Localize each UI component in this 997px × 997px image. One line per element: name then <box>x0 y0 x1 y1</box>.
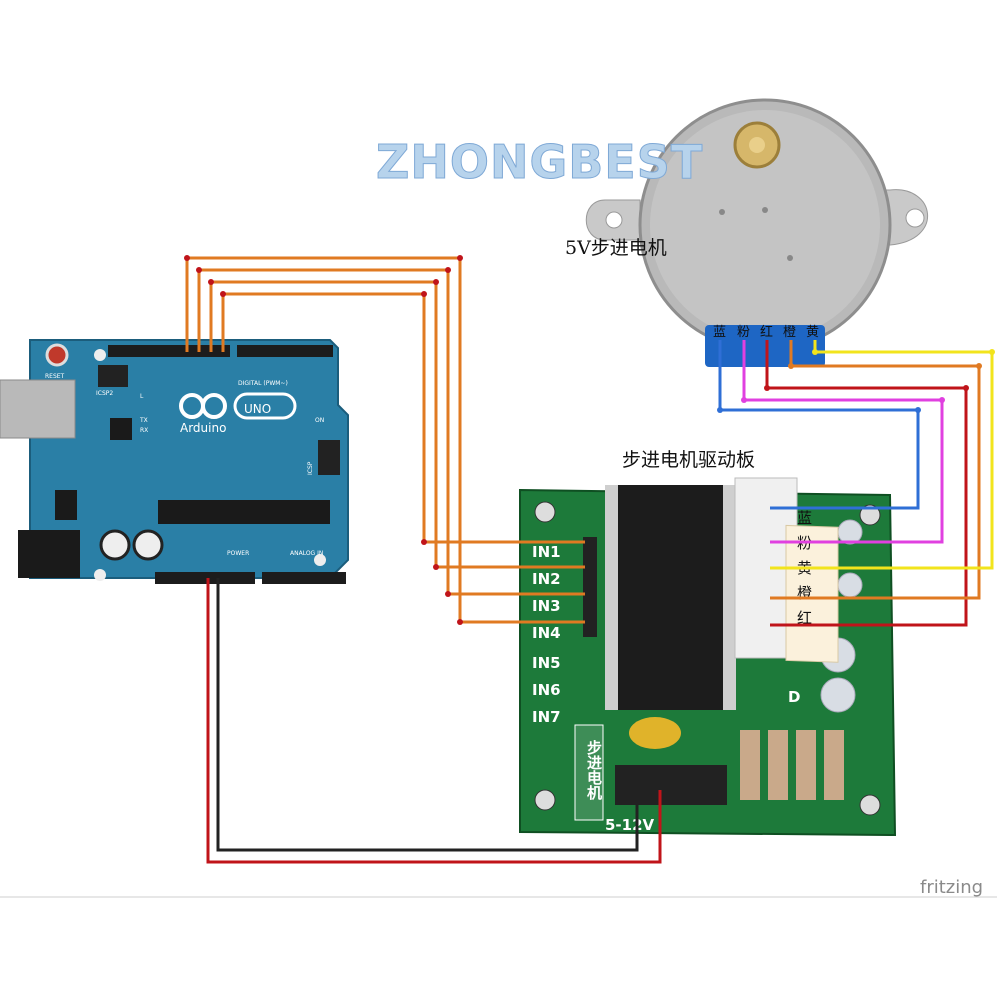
icsp1-label: ICSP <box>307 461 314 475</box>
voltage-text: 5-12V <box>605 816 655 834</box>
in3-label: IN3 <box>532 597 561 615</box>
motor-connector <box>705 325 825 367</box>
watermark-text: ZHONGBEST <box>376 135 703 189</box>
wire-nodes <box>184 255 463 625</box>
rx-label: RX <box>140 427 148 434</box>
motor-wire-label-blue: 蓝 <box>713 325 726 340</box>
resistor <box>796 730 816 800</box>
arduino-uno-board: RESET ICSP2 DIGITAL (PWM~) L TX RX ON UN… <box>0 339 349 584</box>
mount-hole <box>859 504 881 526</box>
arduino-logo: UNO Arduino <box>179 392 297 435</box>
analog-header <box>262 572 346 584</box>
motor-caption: 5V步进电机 <box>565 237 667 259</box>
in1-label: IN1 <box>532 543 561 561</box>
power-header <box>615 765 727 805</box>
power-wires <box>206 578 662 864</box>
led-letter: D <box>788 688 800 706</box>
wire-5v <box>206 578 662 864</box>
on-label: ON <box>315 417 324 424</box>
capacitor <box>99 529 131 561</box>
stepper-motor <box>585 98 929 367</box>
motor-wire-label-pink: 粉 <box>737 325 750 340</box>
in6-label: IN6 <box>532 681 561 699</box>
in5-label: IN5 <box>532 654 561 672</box>
led <box>820 677 856 713</box>
power-label: POWER <box>227 550 249 557</box>
capacitor <box>132 529 164 561</box>
digital-label: DIGITAL (PWM~) <box>238 380 288 387</box>
led <box>837 572 863 598</box>
mount-hole <box>94 349 106 361</box>
power-jack <box>18 530 80 578</box>
uln2003-chip <box>618 485 723 710</box>
conn-label-blue: 蓝 <box>797 509 812 527</box>
power-header <box>155 572 255 584</box>
input-labels: IN1 IN2 IN3 IN4 IN5 IN6 IN7 <box>532 543 561 726</box>
resistor <box>824 730 844 800</box>
capacitor <box>629 717 681 749</box>
resistor <box>740 730 760 800</box>
conn-label-red: 红 <box>797 609 812 627</box>
icsp2-header <box>98 365 128 387</box>
tx-label: TX <box>139 417 148 424</box>
mount-hole <box>94 569 106 581</box>
mount-hole <box>314 554 326 566</box>
atmega-chip <box>158 500 330 524</box>
input-header <box>583 537 597 637</box>
l-led-label: L <box>140 393 144 400</box>
motor-wire-label-orange: 橙 <box>783 325 796 340</box>
small-chip <box>110 418 132 440</box>
fritzing-brand: fritzing <box>920 877 983 898</box>
usb-port <box>0 379 76 439</box>
in2-label: IN2 <box>532 570 561 588</box>
motor-wire-label-yellow: 黄 <box>806 325 819 340</box>
reset-button[interactable] <box>45 343 69 367</box>
motor-wire-labels: 蓝 粉 红 橙 黄 <box>713 324 819 340</box>
driver-caption: 步进电机驱动板 <box>622 449 755 471</box>
mount-hole <box>859 794 881 816</box>
digital-header-right <box>237 345 333 357</box>
wire-gnd <box>216 578 639 852</box>
connector-color-card: 蓝 粉 黄 橙 红 <box>785 509 839 663</box>
driver-board: D 步进电机 5-12V IN1 IN2 IN3 IN4 IN5 IN6 IN7 <box>519 477 897 837</box>
icsp2-label: ICSP2 <box>96 390 113 397</box>
in4-label: IN4 <box>532 624 561 642</box>
analog-label: ANALOG IN <box>290 550 323 557</box>
regulator <box>55 490 77 520</box>
uno-logo-text: UNO <box>244 402 271 416</box>
icsp1-header <box>318 440 340 475</box>
resistor <box>768 730 788 800</box>
led <box>837 519 863 545</box>
mount-hole <box>534 501 556 523</box>
mount-hole <box>534 789 556 811</box>
motor-wire-label-red: 红 <box>760 324 773 340</box>
in7-label: IN7 <box>532 708 561 726</box>
motor-wire-nodes <box>717 349 995 413</box>
reset-label: RESET <box>45 373 65 380</box>
board-vertical-text: 步进电机 <box>585 740 603 801</box>
arduino-brand-text: Arduino <box>180 421 226 435</box>
